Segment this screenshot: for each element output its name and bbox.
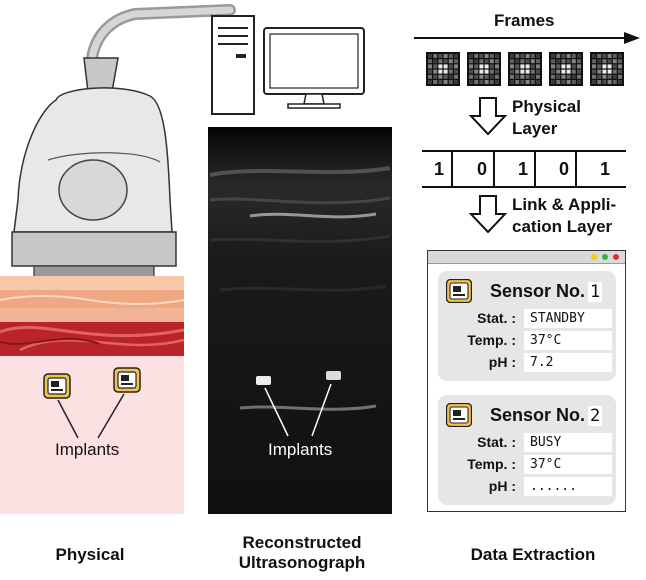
sensor-title-text: Sensor No. [490, 405, 585, 425]
caption-ultrasonograph: Reconstructed Ultrasonograph [220, 533, 384, 573]
window-titlebar [428, 251, 625, 264]
temp-key: Temp. : [467, 456, 516, 472]
sensor-number: 2 [588, 406, 602, 426]
chip-icon [446, 403, 472, 427]
bit-3: 0 [549, 151, 579, 187]
caption-data-extraction: Data Extraction [448, 545, 618, 565]
status-key: Stat. : [477, 310, 516, 326]
physical-layer-line1: Physical [512, 96, 581, 118]
frame-tile [549, 52, 583, 86]
bit-4: 1 [590, 151, 620, 187]
status-row: Stat. : BUSY [438, 433, 616, 453]
temp-key: Temp. : [467, 332, 516, 348]
sensor-title: Sensor No.1 [490, 281, 602, 302]
sensor-title: Sensor No.2 [490, 405, 602, 426]
tissue-region [0, 356, 184, 514]
temp-value: 37°C [524, 331, 612, 350]
implants-label-middle: Implants [268, 440, 332, 460]
sensor-title-text: Sensor No. [490, 281, 585, 301]
ph-row: pH : 7.2 [438, 353, 616, 373]
implant-echo-left [256, 376, 271, 385]
down-arrow-physical [471, 98, 505, 134]
link-layer-line1: Link & Appli- [512, 194, 616, 216]
probe-neck [84, 58, 118, 92]
bit-sequence: 1 0 1 0 1 [422, 151, 626, 187]
chip-icon [446, 279, 472, 303]
minimize-dot-icon[interactable] [591, 254, 597, 260]
frame-tile [590, 52, 624, 86]
ph-value: 7.2 [524, 353, 612, 372]
frames-strip [422, 52, 628, 86]
maximize-dot-icon[interactable] [602, 254, 608, 260]
sensor-card-1: Sensor No.1 Stat. : STANDBY Temp. : 37°C… [438, 271, 616, 381]
down-arrow-link [471, 196, 505, 232]
probe-grip [59, 160, 127, 220]
frames-label: Frames [494, 11, 554, 31]
link-layer-line2: cation Layer [512, 216, 616, 238]
frame-tile [508, 52, 542, 86]
implants-label-left: Implants [55, 440, 119, 460]
close-dot-icon[interactable] [613, 254, 619, 260]
link-layer-label: Link & Appli- cation Layer [512, 194, 616, 238]
frames-svg [422, 52, 628, 86]
bit-1: 0 [467, 151, 497, 187]
ph-value: ...... [524, 477, 612, 496]
caption-physical: Physical [30, 545, 150, 565]
physical-layer-line2: Layer [512, 118, 581, 140]
status-key: Stat. : [477, 434, 516, 450]
bit-0: 1 [424, 151, 454, 187]
sensor-card-2: Sensor No.2 Stat. : BUSY Temp. : 37°C pH… [438, 395, 616, 505]
status-value: BUSY [524, 433, 612, 452]
temp-row: Temp. : 37°C [438, 455, 616, 475]
ph-row: pH : ...... [438, 477, 616, 497]
fat-layer [0, 308, 184, 324]
physical-layer-label: Physical Layer [512, 96, 581, 140]
ph-key: pH : [489, 478, 516, 494]
bit-2: 1 [508, 151, 538, 187]
status-value: STANDBY [524, 309, 612, 328]
status-row: Stat. : STANDBY [438, 309, 616, 329]
frame-tile [426, 52, 460, 86]
frame-tile [467, 52, 501, 86]
implant-echo-right [326, 371, 341, 380]
sensor-window: Sensor No.1 Stat. : STANDBY Temp. : 37°C… [427, 250, 626, 512]
ph-key: pH : [489, 354, 516, 370]
implant-chip-right [114, 368, 140, 392]
temp-value: 37°C [524, 455, 612, 474]
implant-chip-left [44, 374, 70, 398]
computer-tower [212, 16, 254, 114]
sensor-number: 1 [588, 282, 602, 302]
temp-row: Temp. : 37°C [438, 331, 616, 351]
